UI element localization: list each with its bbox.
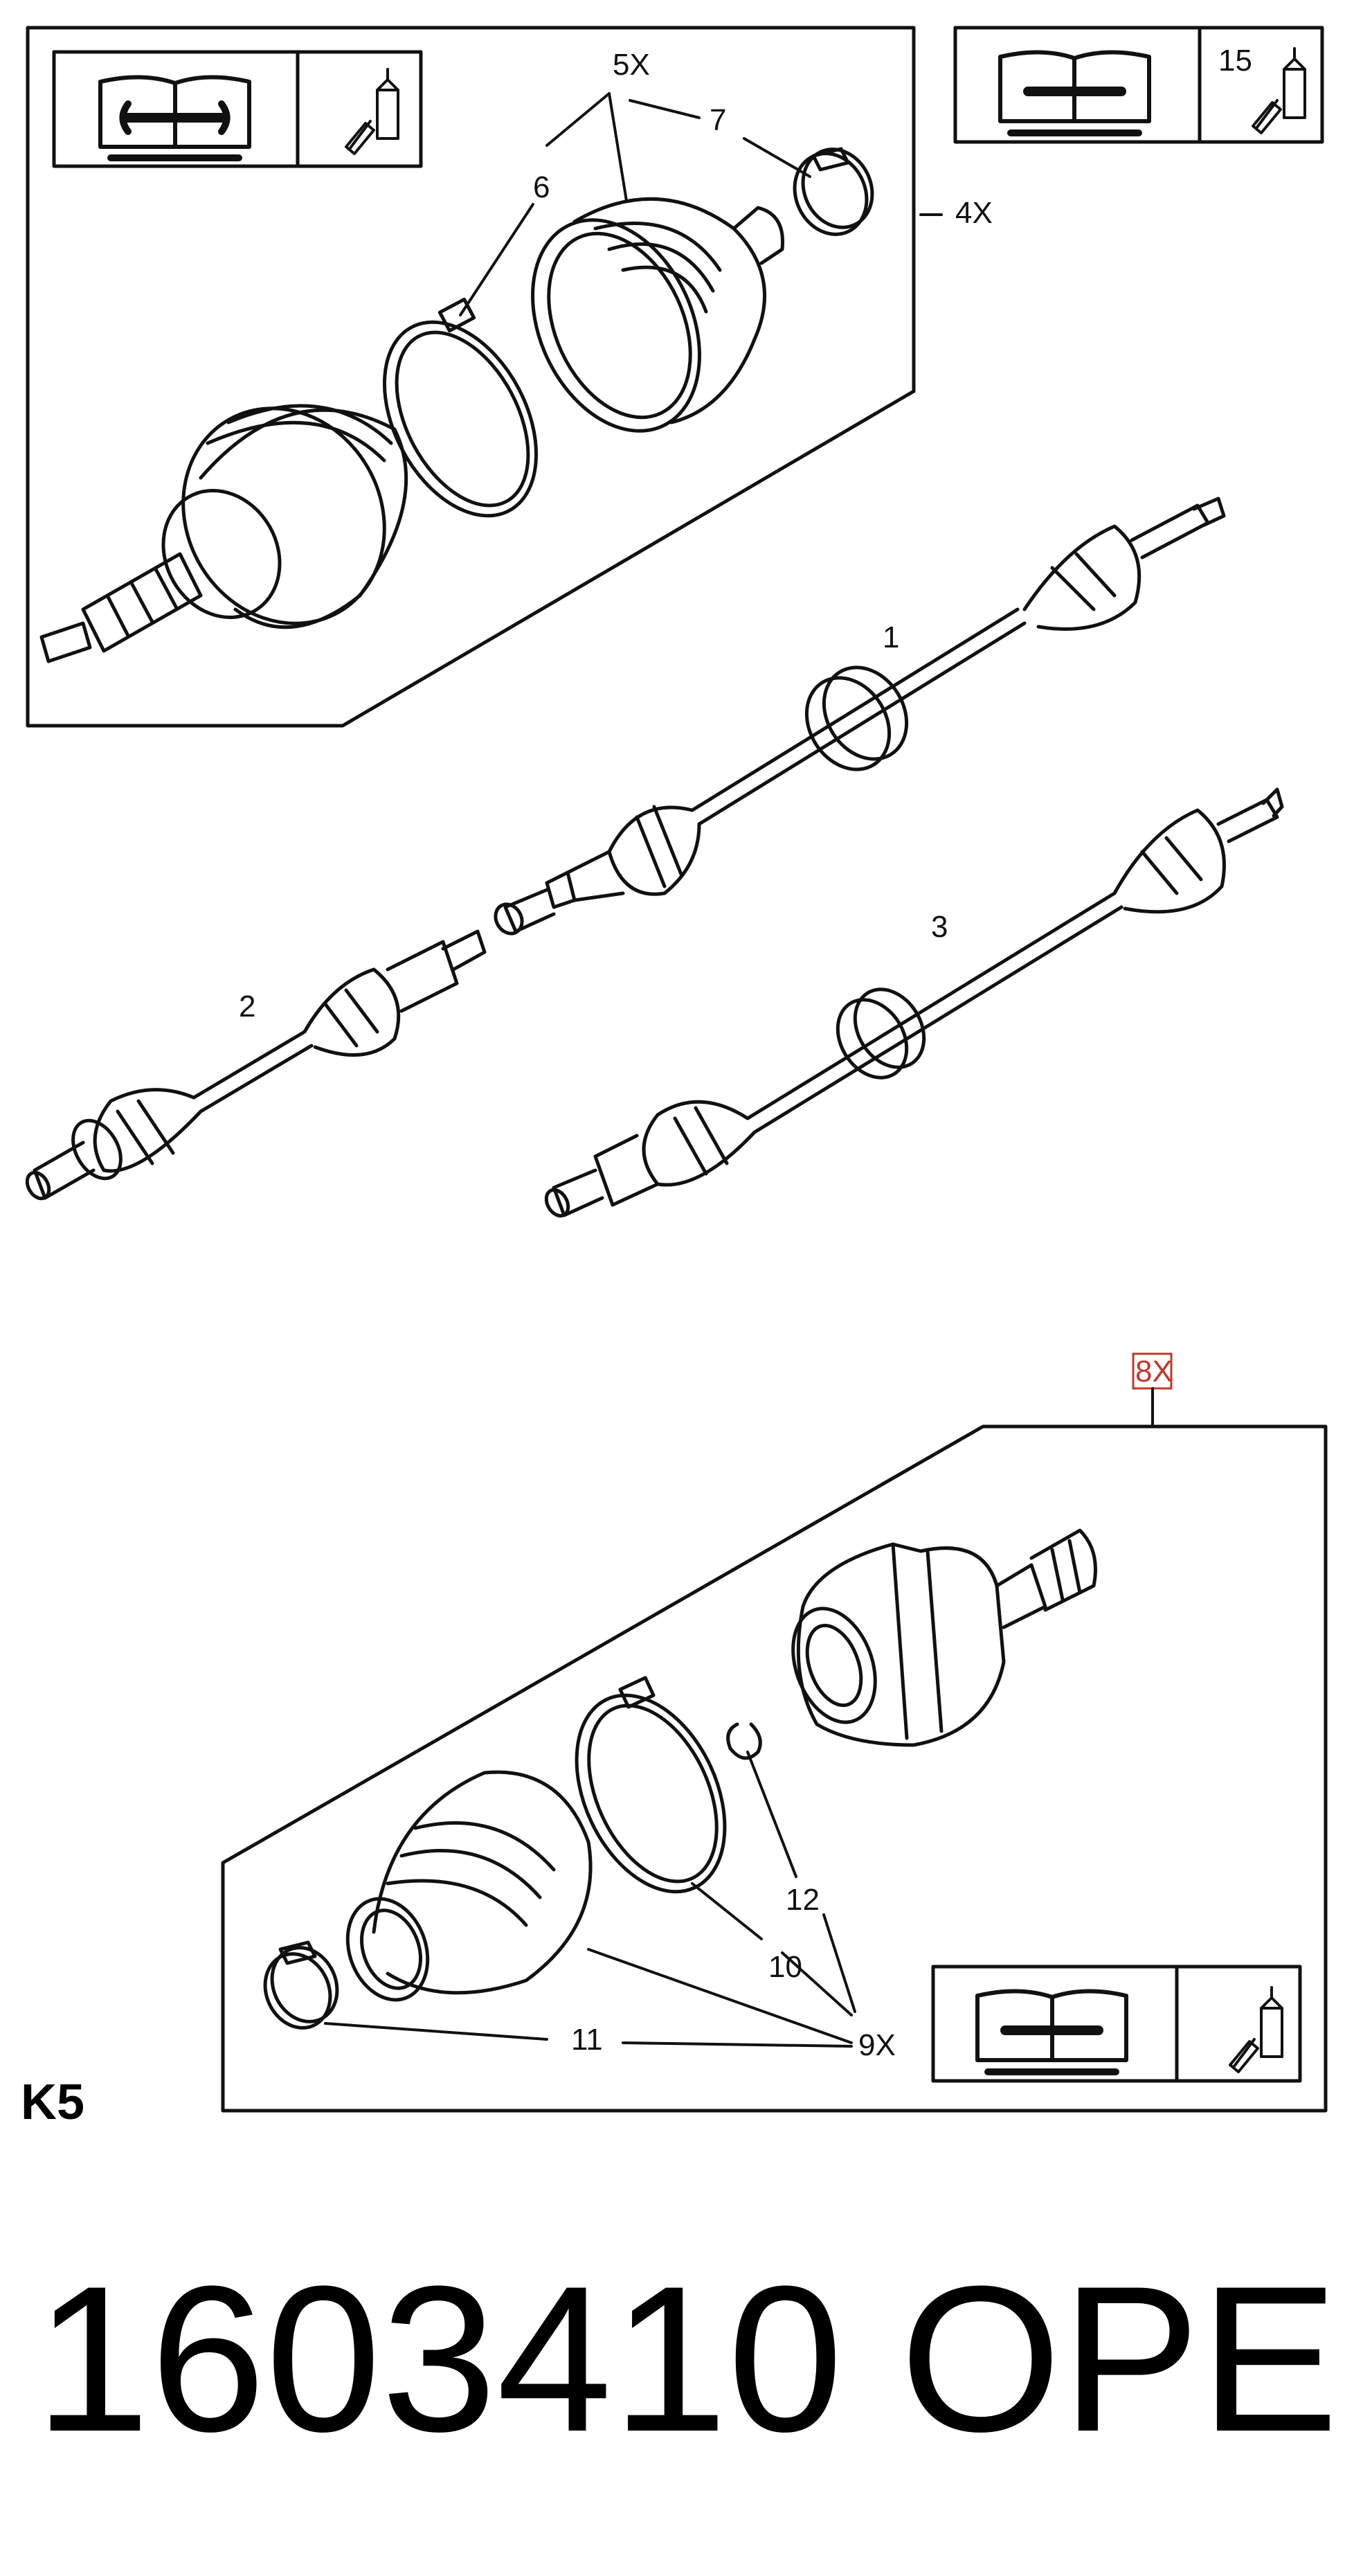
manual-wrench-icon xyxy=(98,75,251,161)
icon-box-top-left xyxy=(52,50,423,168)
outer-boot xyxy=(531,197,785,433)
clamp-ring-6 xyxy=(382,297,539,518)
section-code: K5 xyxy=(21,2075,84,2130)
manual-wrench-icon xyxy=(975,1989,1128,2075)
callout-3: 3 xyxy=(931,910,948,944)
circlip-12 xyxy=(726,1722,762,1760)
small-clamp-7 xyxy=(793,147,874,236)
drive-shaft-2 xyxy=(25,929,487,1201)
drive-shaft-1 xyxy=(494,497,1226,936)
manual-wrench-icon xyxy=(998,50,1151,136)
inset-leaders xyxy=(459,92,943,316)
callout-1: 1 xyxy=(883,620,899,654)
callout-6: 6 xyxy=(533,170,550,204)
callout-2: 2 xyxy=(239,990,255,1023)
inset-border xyxy=(221,1424,1328,2113)
brand-name: OPEL xyxy=(900,2242,1354,2475)
inset-border xyxy=(26,26,916,728)
grease-tube-icon xyxy=(1229,1986,1283,2073)
clamp-ring-10 xyxy=(575,1676,727,1894)
callout-9x: 9X xyxy=(858,2028,896,2062)
grease-tube-icon xyxy=(1252,47,1306,134)
icon-box-bottom xyxy=(931,1965,1302,2083)
grease-tube-icon xyxy=(345,68,399,155)
inner-joint-housing xyxy=(791,1528,1097,1747)
drive-shaft-3 xyxy=(544,787,1284,1218)
small-clamp-11 xyxy=(263,1940,339,2030)
inner-boot xyxy=(345,1770,593,2002)
icon-box-top-right xyxy=(953,26,1324,144)
callout-8x: 8X xyxy=(1135,1354,1173,1388)
callout-11: 11 xyxy=(571,2023,603,2057)
callout-10: 10 xyxy=(768,1950,802,1984)
outer-cv-joint xyxy=(39,404,408,663)
callout-5x: 5X xyxy=(613,48,650,82)
part-number: 1603410 xyxy=(35,2242,843,2475)
outer-joint-inset xyxy=(26,26,943,728)
inset-leaders xyxy=(324,1751,856,2048)
callout-12: 12 xyxy=(786,1883,820,1917)
callout-7: 7 xyxy=(710,103,726,137)
callout-15: 15 xyxy=(1218,44,1252,78)
inner-joint-inset xyxy=(221,1352,1328,2113)
callout-4x: 4X xyxy=(955,196,993,230)
